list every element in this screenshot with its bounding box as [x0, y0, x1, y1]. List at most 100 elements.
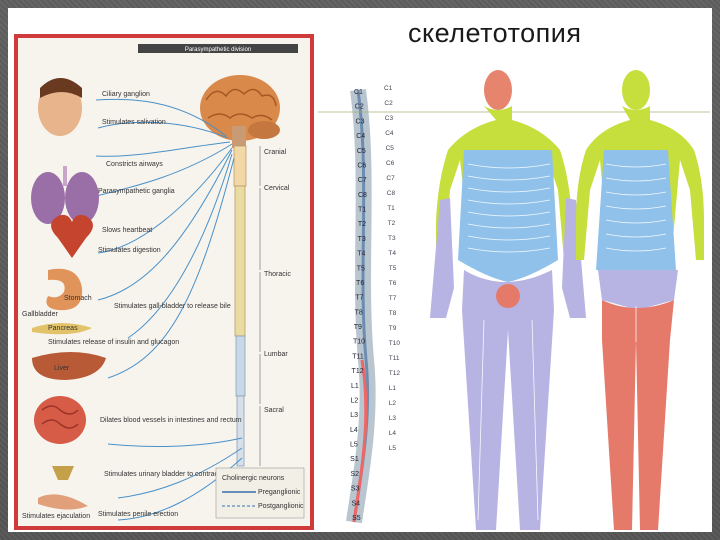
nerve-root-label: T8 [389, 310, 397, 317]
spine-segment-label: T9 [354, 324, 362, 331]
body-front [430, 70, 586, 530]
dermatome-diagram: C1C2C3C4C5C6C7C8T1T2T3T4T5T6T7T8T9T10T11… [318, 60, 710, 530]
label-stimulates-digestion: Stimulates digestion [98, 247, 161, 254]
organ-intestines [34, 396, 86, 444]
nerve-root-label: T1 [387, 205, 395, 212]
label-slows-heartbeat: Slows heartbeat [102, 227, 152, 234]
region-label-sacral: Sacral [264, 407, 284, 414]
slide-title: скелетотопия [408, 18, 708, 58]
label-parasympathetic-ganglia: Parasympathetic ganglia [98, 188, 175, 195]
spine-segment-label: T6 [356, 280, 364, 287]
nerve-root-label: T11 [389, 355, 400, 362]
label-stimulates-ejaculation: Stimulates ejaculation [22, 513, 90, 520]
legend-title: Cholinergic neurons [222, 475, 285, 482]
spine-segment-label: S1 [350, 456, 359, 463]
label-gallbladder: Gallbladder [22, 311, 58, 318]
spine-segment-label: L3 [350, 412, 358, 419]
nerve-root-label: C3 [385, 115, 394, 122]
parasympathetic-diagram: Parasympathetic division Cranial Cervica… [18, 38, 310, 526]
nerve-root-label: T4 [388, 250, 396, 257]
nerve-root-label: L2 [389, 400, 397, 407]
label-liver: Liver [54, 365, 70, 372]
nerve-root-label: T6 [389, 280, 397, 287]
nerve-root-label: C4 [385, 130, 394, 137]
cerebellum [248, 121, 280, 139]
region-label-lumbar: Lumbar [264, 351, 288, 358]
back-thoracic-zone [596, 150, 676, 270]
spinal-cord-cervical [234, 146, 246, 186]
region-label-cranial: Cranial [264, 149, 287, 156]
front-sacral-zone [496, 284, 520, 308]
spine-segment-label: C6 [357, 162, 366, 169]
nerve-root-label: C6 [386, 160, 395, 167]
spine-segment-label: C1 [354, 89, 363, 96]
nerve-root-label: T5 [389, 265, 397, 272]
nerve-root-label: C8 [387, 190, 396, 197]
spinal-cord-lumbar [236, 336, 245, 396]
nerve-root-label: L4 [389, 430, 397, 437]
spine-segment-label: T5 [357, 265, 365, 272]
organ-face [38, 78, 82, 136]
label-stimulates-urinary-bladder: Stimulates urinary bladder to contract [104, 471, 220, 478]
back-sacral-zone [602, 300, 674, 530]
organ-stomach [46, 269, 82, 310]
nerve-root-label: T10 [389, 340, 401, 347]
spine-segment-label: T11 [352, 353, 364, 360]
nerve-root-label: T7 [389, 295, 397, 302]
spine-segment-label: T12 [352, 368, 364, 375]
nerve-root-label: C2 [384, 100, 393, 107]
spine-segment-label: T3 [358, 236, 366, 243]
label-pancreas: Pancreas [48, 325, 78, 332]
legend-preganglionic: Preganglionic [258, 489, 301, 496]
nerve-root-label: L5 [389, 445, 397, 452]
label-stimulates-salivation: Stimulates salivation [102, 119, 166, 126]
organ-bladder [52, 466, 74, 480]
nerve-root-label: T3 [388, 235, 396, 242]
spine-segment-label: S4 [351, 500, 360, 507]
back-head [622, 70, 650, 110]
nerve-root-label: T9 [389, 325, 397, 332]
spine-segment-label: L2 [351, 397, 359, 404]
organ-genitals [38, 494, 88, 509]
region-label-thoracic: Thoracic [264, 271, 291, 278]
spine-segment-label: C7 [358, 177, 367, 184]
spine-segment-label: C2 [355, 104, 364, 111]
nerve-root-label: L3 [389, 415, 397, 422]
label-stomach: Stomach [64, 295, 92, 302]
spine-segment-label: T1 [358, 207, 366, 214]
spine-segment-label: L5 [350, 442, 358, 449]
nerve-root-label: T2 [388, 220, 396, 227]
spine-segment-label: T7 [355, 295, 363, 302]
label-dilates-blood-vessels: Dilates blood vessels in intestines and … [100, 417, 242, 424]
spine-segment-label: L4 [350, 427, 358, 434]
spine-segment-label: S2 [350, 471, 359, 478]
nerve-root-label: C1 [384, 85, 393, 92]
spinal-cord-sacral [237, 396, 244, 466]
label-constricts-airways: Constricts airways [106, 161, 163, 168]
spine-segment-label: S3 [351, 486, 360, 493]
parasympathetic-figure: Parasympathetic division Cranial Cervica… [18, 38, 310, 526]
label-ciliary-ganglion: Ciliary ganglion [102, 91, 150, 98]
spine-segment-label: T2 [358, 221, 366, 228]
front-head [484, 70, 512, 110]
nerve-root-label: T12 [389, 370, 401, 377]
spine-segment-label: C3 [356, 118, 365, 125]
spine-segment-label: C5 [357, 148, 366, 155]
legend: Cholinergic neurons Preganglionic Postga… [216, 468, 304, 518]
nerve-root-label: C7 [386, 175, 395, 182]
legend-postganglionic: Postganglionic [258, 503, 304, 510]
region-label-cervical: Cervical [264, 185, 290, 192]
body-back [576, 70, 704, 530]
label-stimulates-gallbladder: Stimulates gall-bladder to release bile [114, 303, 231, 310]
spine-segment-label: L1 [351, 383, 359, 390]
front-lumbar-zone [462, 270, 554, 530]
spine-segment-label: T8 [355, 309, 363, 316]
spine-segment-label: C4 [356, 133, 365, 140]
label-stimulates-penile-erection: Stimulates penile erection [98, 511, 178, 518]
spine-segment-label: C8 [358, 192, 367, 199]
nerve-root-label: L1 [389, 385, 397, 392]
spinal-cord-thoracic [235, 186, 245, 336]
parasympathetic-figure-frame: Parasympathetic division Cranial Cervica… [14, 34, 314, 530]
spine-segment-label: T4 [357, 251, 365, 258]
